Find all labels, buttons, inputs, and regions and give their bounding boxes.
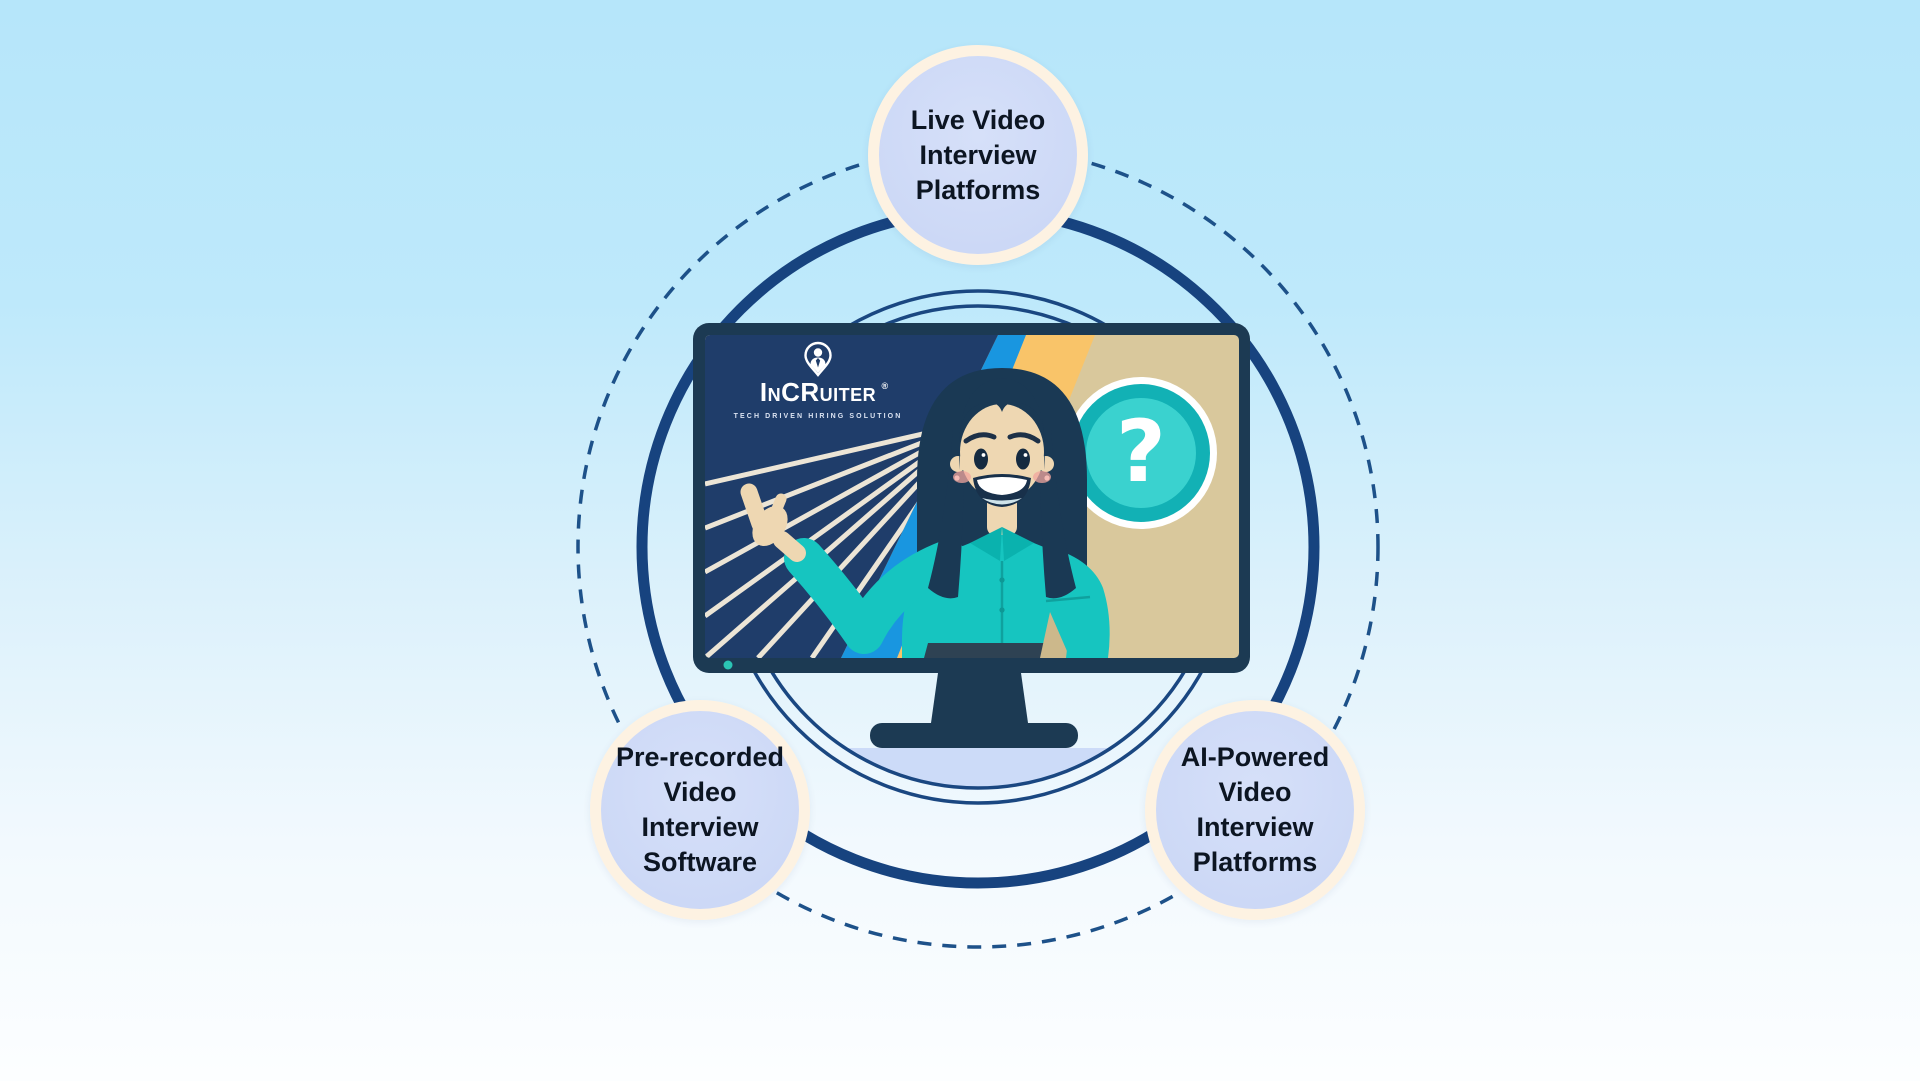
- bubble-ai-powered: AI-Powered Video Interview Platforms: [1145, 700, 1365, 920]
- presenter-woman: [740, 368, 1110, 658]
- desk-strip: [924, 643, 1066, 658]
- question-badge: [1065, 377, 1217, 529]
- screen-navy-field: [705, 335, 998, 658]
- bubble-live-video: Live Video Interview Platforms: [868, 45, 1088, 265]
- bubble-pre-recorded: Pre-recorded Video Interview Software: [590, 700, 810, 920]
- bubble-pre-recorded-label: Pre-recorded Video Interview Software: [615, 742, 785, 877]
- hair-bangs: [959, 378, 1045, 470]
- location-pin-person-icon: [804, 341, 832, 377]
- power-led-dot: [723, 660, 733, 670]
- brand-tagline: TECH DRIVEN HIRING SOLUTION: [733, 413, 903, 420]
- presenting-hand: [740, 483, 806, 562]
- shirt-collar: [970, 527, 1034, 561]
- monitor: [693, 323, 1250, 748]
- face: [960, 404, 1044, 500]
- monitor-screen: [705, 335, 1239, 658]
- question-mark-glyph: ?: [1116, 402, 1166, 502]
- monitor-stand-base: [870, 723, 1078, 748]
- bubble-live-video-label: Live Video Interview Platforms: [910, 104, 1046, 205]
- monitor-stand-neck: [931, 673, 1028, 723]
- brand-name: InCRuiter: [759, 377, 877, 407]
- smile: [973, 474, 1031, 507]
- bubble-ai-powered-label: AI-Powered Video Interview Platforms: [1180, 742, 1330, 877]
- incruiter-logo: InCRuiter ® TECH DRIVEN HIRING SOLUTION: [728, 341, 908, 420]
- left-sleeve: [784, 538, 968, 654]
- registered-mark: ®: [881, 381, 889, 391]
